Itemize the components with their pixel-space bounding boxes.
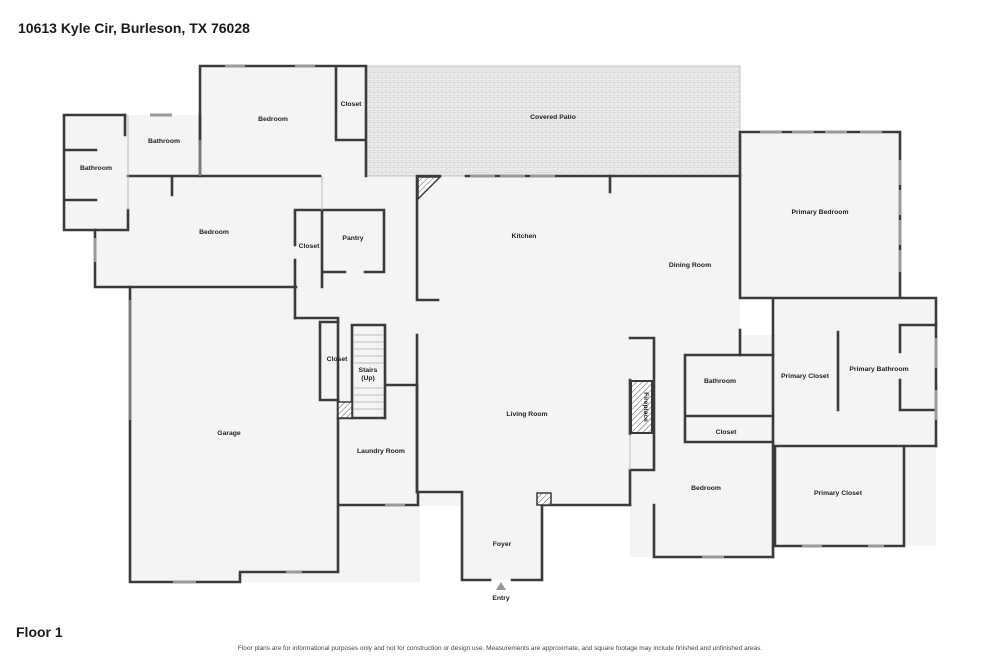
label-bedroom-top: Bedroom: [258, 116, 288, 123]
property-address: 10613 Kyle Cir, Burleson, TX 76028: [18, 20, 250, 36]
label-foyer: Foyer: [493, 541, 512, 548]
label-entry: Entry: [492, 595, 510, 602]
label-garage: Garage: [217, 430, 241, 437]
covered-patio-area: [365, 65, 741, 177]
label-pantry: Pantry: [342, 235, 363, 242]
label-primary-bathroom: Primary Bathroom: [849, 366, 908, 373]
label-bedroom-left: Bedroom: [199, 229, 229, 236]
label-closet-left: Closet: [299, 243, 321, 250]
kitchen-corner: [417, 176, 442, 201]
label-dining-room: Dining Room: [669, 262, 711, 269]
label-bathroom-center: Bathroom: [704, 378, 736, 385]
entry-arrow-icon: [496, 582, 506, 590]
floor-label: Floor 1: [16, 624, 63, 640]
column-foyer: [536, 492, 552, 506]
windows: [93, 64, 938, 584]
label-kitchen: Kitchen: [512, 233, 537, 240]
label-living-room: Living Room: [506, 411, 547, 418]
label-bedroom-bottom: Bedroom: [691, 485, 721, 492]
label-laundry-room: Laundry Room: [357, 448, 405, 455]
label-primary-closet-upper: Primary Closet: [781, 373, 830, 380]
label-primary-bedroom: Primary Bedroom: [791, 209, 848, 216]
label-bathroom-upper-left: Bathroom: [148, 138, 180, 145]
openings: [127, 115, 631, 470]
walls: [62, 64, 938, 584]
label-bathroom-far-left: Bathroom: [80, 165, 112, 172]
floor-fills: [64, 66, 936, 582]
stairs-treads: [353, 334, 384, 410]
label-closet-center: Closet: [716, 429, 738, 436]
room-labels: Bathroom Bathroom Bedroom Closet Covered…: [80, 101, 909, 602]
disclaimer-text: Floor plans are for informational purpos…: [237, 645, 763, 652]
label-closet-top: Closet: [341, 101, 363, 108]
label-closet-stairs: Closet: [327, 356, 349, 363]
label-fireplace: Fireplace: [642, 392, 649, 422]
label-covered-patio: Covered Patio: [530, 114, 576, 121]
column-stairs: [337, 401, 353, 419]
fireplace-hearth: [630, 380, 653, 434]
label-stairs-up: (Up): [361, 375, 375, 382]
label-stairs: Stairs: [359, 367, 378, 374]
label-primary-closet-lower: Primary Closet: [814, 490, 863, 497]
